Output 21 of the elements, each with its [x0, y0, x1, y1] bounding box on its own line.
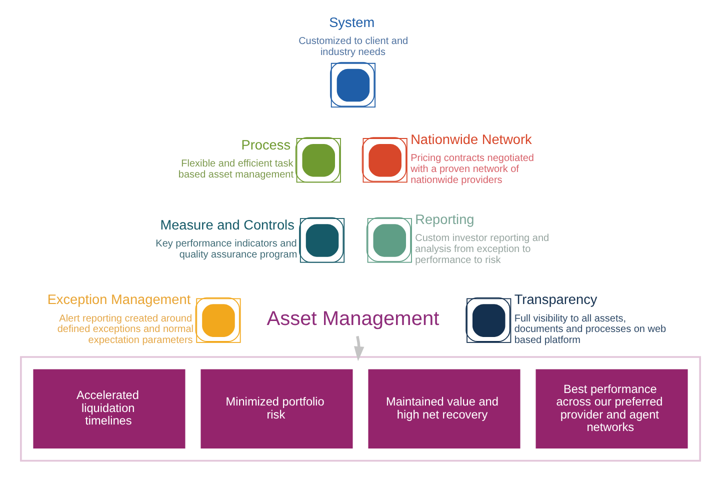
node-label: Key performance indicators and quality assurance program	[155, 238, 297, 261]
node-label: Custom investor reporting and analysis from exception to performance to risk	[414, 233, 549, 266]
node-label: Nationwide Network	[410, 132, 532, 147]
node-label: Process	[240, 137, 290, 152]
node-label: Pricing contracts negotiated with a proven network of nationwide providers	[410, 153, 534, 186]
node-label: System	[328, 14, 374, 30]
node-text: Asset Management	[266, 308, 439, 330]
node-label: Measure and Controls	[160, 218, 294, 233]
node-label: Full visibility to all assets, documents and processes on web based platform	[514, 313, 666, 346]
node-label: Reporting	[414, 212, 474, 228]
node-box: Minimized portfolio risk	[200, 369, 352, 448]
cluster	[20, 356, 700, 462]
node-label: Exception Management	[46, 292, 190, 308]
node-label: Flexible and efficient task based asset management	[178, 158, 293, 180]
node-box: Maintained value and high net recovery	[368, 369, 520, 448]
node-box: Best performance across our preferred provider and agent networks	[535, 369, 688, 448]
node-label: Alert reporting created around defined exceptions and normal expectation parameters	[56, 313, 194, 346]
node-label: Customized to client and industry needs	[298, 36, 408, 58]
node-box: Accelerated liquidation timelines	[32, 369, 185, 448]
arrow	[354, 336, 364, 362]
node-label: Transparency	[514, 292, 597, 308]
